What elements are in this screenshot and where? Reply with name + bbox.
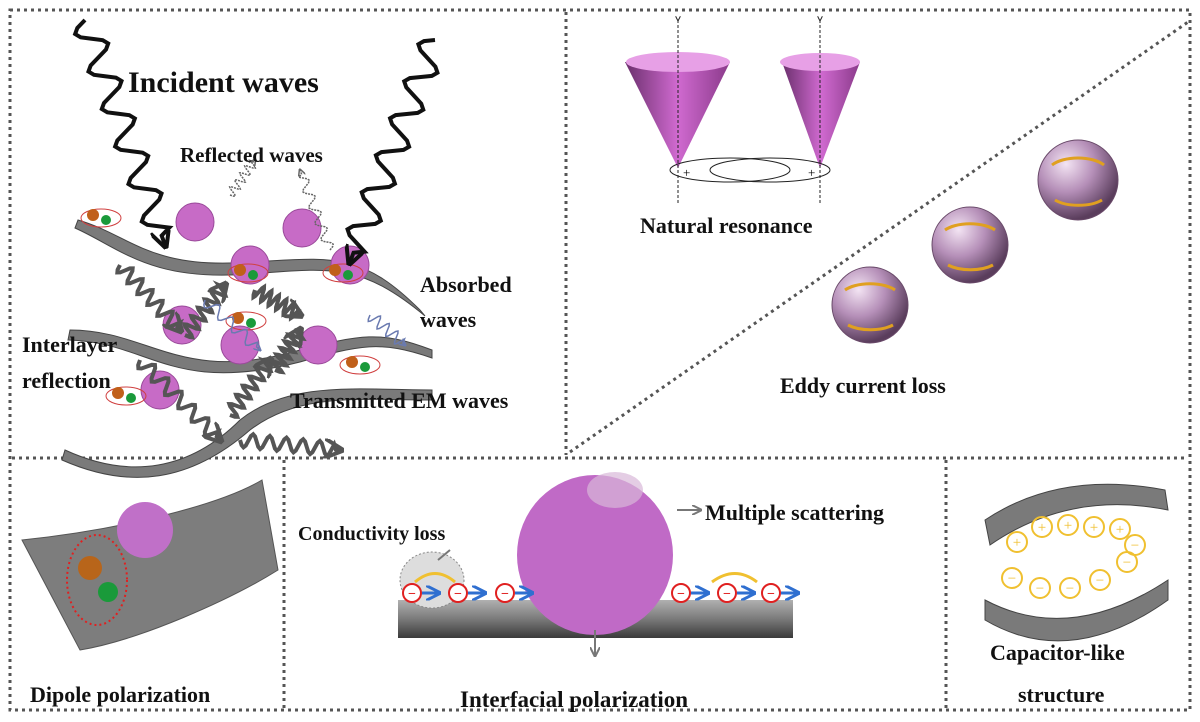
negative-charge <box>360 362 370 372</box>
pink-particle <box>282 208 322 248</box>
plus-sign: + <box>1013 535 1021 551</box>
label-absorbed: Absorbed <box>420 272 512 297</box>
wave-arrow <box>115 264 180 330</box>
minus-sign: − <box>1066 581 1074 597</box>
dipole-ring <box>227 263 269 283</box>
positive-charge <box>1057 514 1079 536</box>
capacitor-illustration: +++++−−−−−− <box>984 483 1169 642</box>
wave-arrow <box>297 170 335 251</box>
negative-charge <box>1089 569 1111 591</box>
plus-sign: + <box>1116 522 1124 538</box>
dipole-ring <box>322 263 364 283</box>
label-structure: structure <box>1018 682 1105 707</box>
positive-charge <box>234 264 246 276</box>
minus-sign: − <box>1131 538 1139 554</box>
label-natural-resonance: Natural resonance <box>640 213 813 238</box>
dipole-ring <box>105 386 147 406</box>
label-reflection: reflection <box>22 368 111 393</box>
negative-charge <box>101 215 111 225</box>
wave-arrow <box>181 285 226 340</box>
minus-sign: − <box>1096 573 1104 589</box>
wave-arrow <box>136 359 220 440</box>
minus-sign: − <box>1008 571 1016 587</box>
label-capacitor: Capacitor-like <box>990 640 1125 665</box>
positive-charge <box>329 264 341 276</box>
positive-charge <box>1109 518 1131 540</box>
plus-sign: + <box>683 165 690 180</box>
dipole-ring <box>339 355 381 375</box>
pink-particle <box>175 202 215 242</box>
electron <box>448 583 468 603</box>
wave-arrow <box>268 330 307 375</box>
label-eddy-current: Eddy current loss <box>780 373 946 398</box>
pink-particle <box>298 325 338 365</box>
label-interlayer: Interlayer <box>22 332 118 357</box>
label-waves: waves <box>420 307 477 332</box>
minus-sign: − <box>767 587 775 602</box>
negative-charge <box>1029 577 1051 599</box>
electron <box>761 583 781 603</box>
charge-circles: +++++−−−−−− <box>1001 514 1146 599</box>
interfacial-illustration: −−−−−− <box>398 472 797 655</box>
precession-cones: + + <box>625 20 860 205</box>
plus-sign: + <box>1090 520 1098 536</box>
minus-sign: − <box>454 587 462 602</box>
negative-charge <box>343 270 353 280</box>
negative-charge <box>248 270 258 280</box>
dipole-pairs <box>80 208 381 406</box>
labels: Incident waves Reflected waves Absorbed … <box>22 66 1125 712</box>
label-transmitted: Transmitted EM waves <box>290 388 509 413</box>
label-dipole: Dipole polarization <box>30 682 210 707</box>
minus-sign: − <box>408 587 416 602</box>
label-interfacial: Interfacial polarization <box>460 687 688 712</box>
negative-charge <box>1059 577 1081 599</box>
eddy-spheres <box>831 139 1119 344</box>
wave-arrow <box>228 160 256 197</box>
plus-sign: + <box>1064 518 1072 534</box>
positive-charge <box>346 356 358 368</box>
wave-arrow <box>367 314 405 345</box>
electron <box>717 583 737 603</box>
negative-charge <box>126 393 136 403</box>
dipole-ring <box>80 208 122 228</box>
positive-charge <box>1006 531 1028 553</box>
minus-sign: − <box>501 587 509 602</box>
minus-sign: − <box>1036 581 1044 597</box>
wave-arrow <box>348 38 440 262</box>
electron <box>495 583 515 603</box>
negative-charge <box>246 318 256 328</box>
wave-arrow <box>72 18 174 245</box>
negative-charge <box>1124 534 1146 556</box>
dipole-illustration <box>21 479 279 651</box>
label-scattering: Multiple scattering <box>705 500 884 525</box>
electron <box>402 583 422 603</box>
minus-sign: − <box>1123 555 1131 571</box>
minus-sign: − <box>723 587 731 602</box>
eddy-current-arrows <box>844 156 1105 332</box>
positive-charge <box>87 209 99 221</box>
positive-charge <box>112 387 124 399</box>
wave-arrow <box>203 299 260 350</box>
wave-arrow <box>226 360 270 419</box>
electrons: −−−−−− <box>402 583 797 603</box>
label-reflected-waves: Reflected waves <box>180 143 323 167</box>
positive-charge <box>232 312 244 324</box>
wave-arrow <box>251 283 300 322</box>
plus-sign: + <box>808 165 815 180</box>
electron <box>671 583 691 603</box>
plus-sign: + <box>1038 520 1046 536</box>
pink-particle <box>140 370 180 410</box>
label-incident-waves: Incident waves <box>128 66 319 99</box>
wave-arrows <box>72 18 440 456</box>
negative-charge <box>1001 567 1023 589</box>
positive-charge <box>1083 516 1105 538</box>
wave-arrow <box>238 431 340 455</box>
label-conductivity: Conductivity loss <box>298 523 445 545</box>
positive-charge <box>1031 516 1053 538</box>
minus-sign: − <box>677 587 685 602</box>
